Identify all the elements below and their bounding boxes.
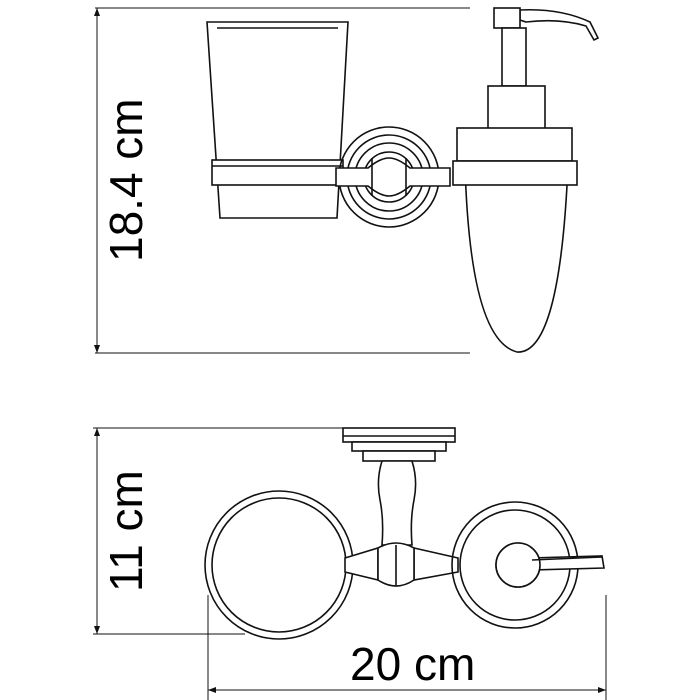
- height-dimension-front: 18.4 cm: [94, 7, 470, 354]
- width-label-top: 20 cm: [350, 638, 475, 690]
- height-label-front: 18.4 cm: [100, 98, 152, 262]
- tumbler-glass: [206, 21, 349, 219]
- top-view: 11 cm 20 cm: [93, 427, 607, 700]
- tumbler-ring-top: [204, 490, 354, 640]
- wall-plate: [342, 427, 456, 462]
- depth-label-top: 11 cm: [100, 470, 152, 592]
- front-view: 18.4 cm: [94, 7, 600, 354]
- holder-arm: [335, 157, 451, 197]
- dispenser-top: [451, 501, 605, 629]
- width-dimension-top: 20 cm: [207, 595, 607, 700]
- holder-arm-top: [344, 542, 459, 587]
- soap-dispenser: [452, 7, 600, 353]
- depth-dimension-top: 11 cm: [93, 427, 343, 635]
- mount-post: [377, 460, 417, 546]
- glass-holder-ring: [211, 159, 344, 186]
